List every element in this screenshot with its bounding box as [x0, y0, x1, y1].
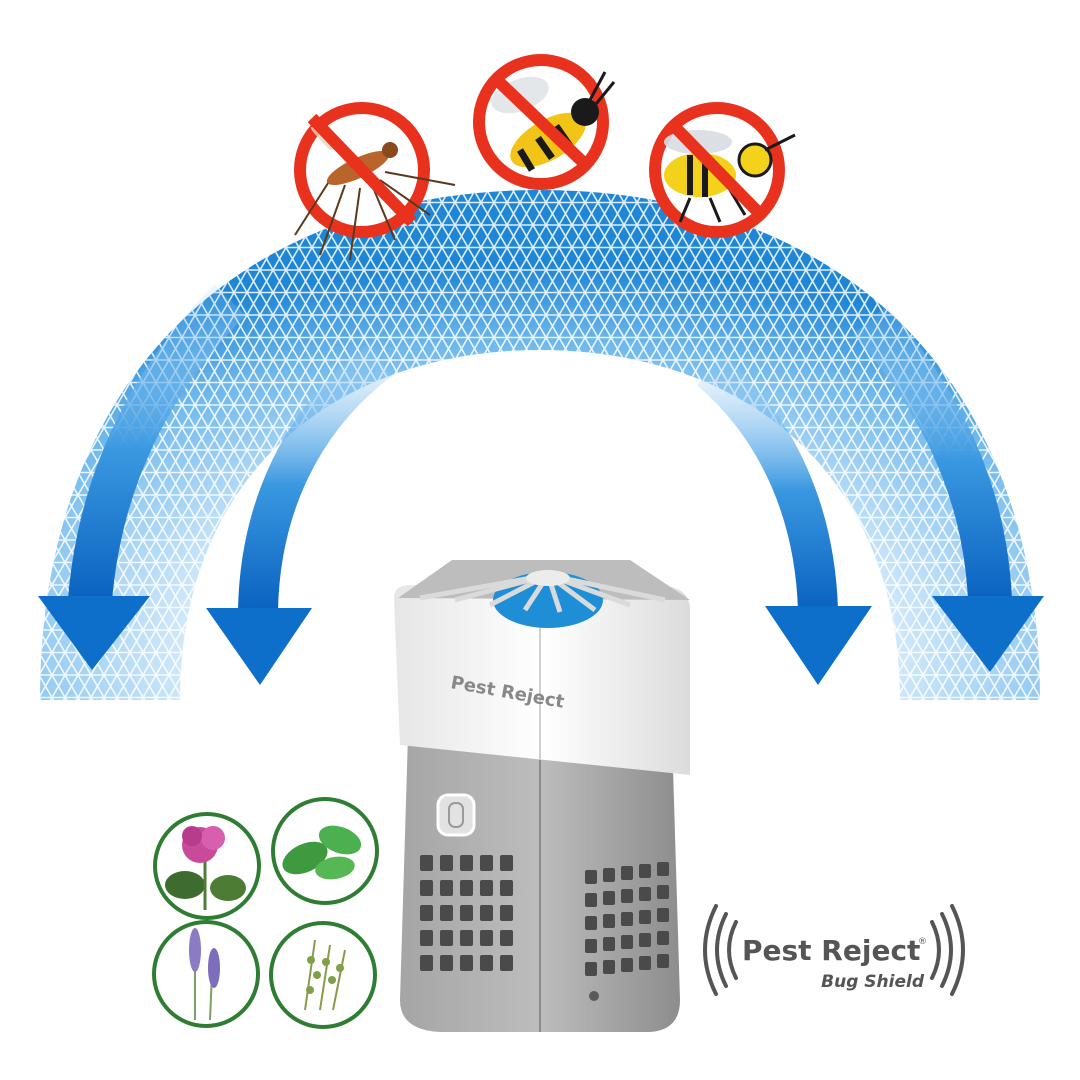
usb-port-icon	[589, 991, 599, 1001]
brand-trademark: ®	[918, 937, 927, 947]
arrow-right-outer-icon	[853, 305, 1044, 672]
mint-icon	[271, 797, 379, 905]
geranium-icon	[153, 812, 261, 920]
lavender-icon	[152, 920, 260, 1028]
brand-tagline: Bug Shield	[821, 972, 925, 992]
sound-wave-right-icon	[930, 904, 965, 996]
arrow-left-inner-icon	[206, 344, 393, 685]
sound-wave-left-icon	[703, 904, 738, 996]
bug-shield-device: Pest Reject	[394, 560, 690, 1032]
herb-badges	[152, 797, 379, 1029]
banned-pests	[294, 54, 796, 261]
arrow-left-outer-icon	[38, 284, 246, 670]
brand-name: Pest Reject	[742, 934, 920, 967]
shield-arrows	[38, 284, 1044, 685]
arrow-right-inner-icon	[696, 354, 872, 685]
thyme-icon	[269, 921, 377, 1029]
wasp-icon	[649, 102, 796, 238]
mosquito-icon	[294, 102, 456, 261]
device-vents	[420, 855, 669, 976]
device-top-grille	[398, 560, 690, 628]
brand-logo: Pest Reject ® Bug Shield	[703, 904, 965, 996]
power-button[interactable]	[436, 793, 476, 837]
bee-icon	[473, 54, 616, 190]
